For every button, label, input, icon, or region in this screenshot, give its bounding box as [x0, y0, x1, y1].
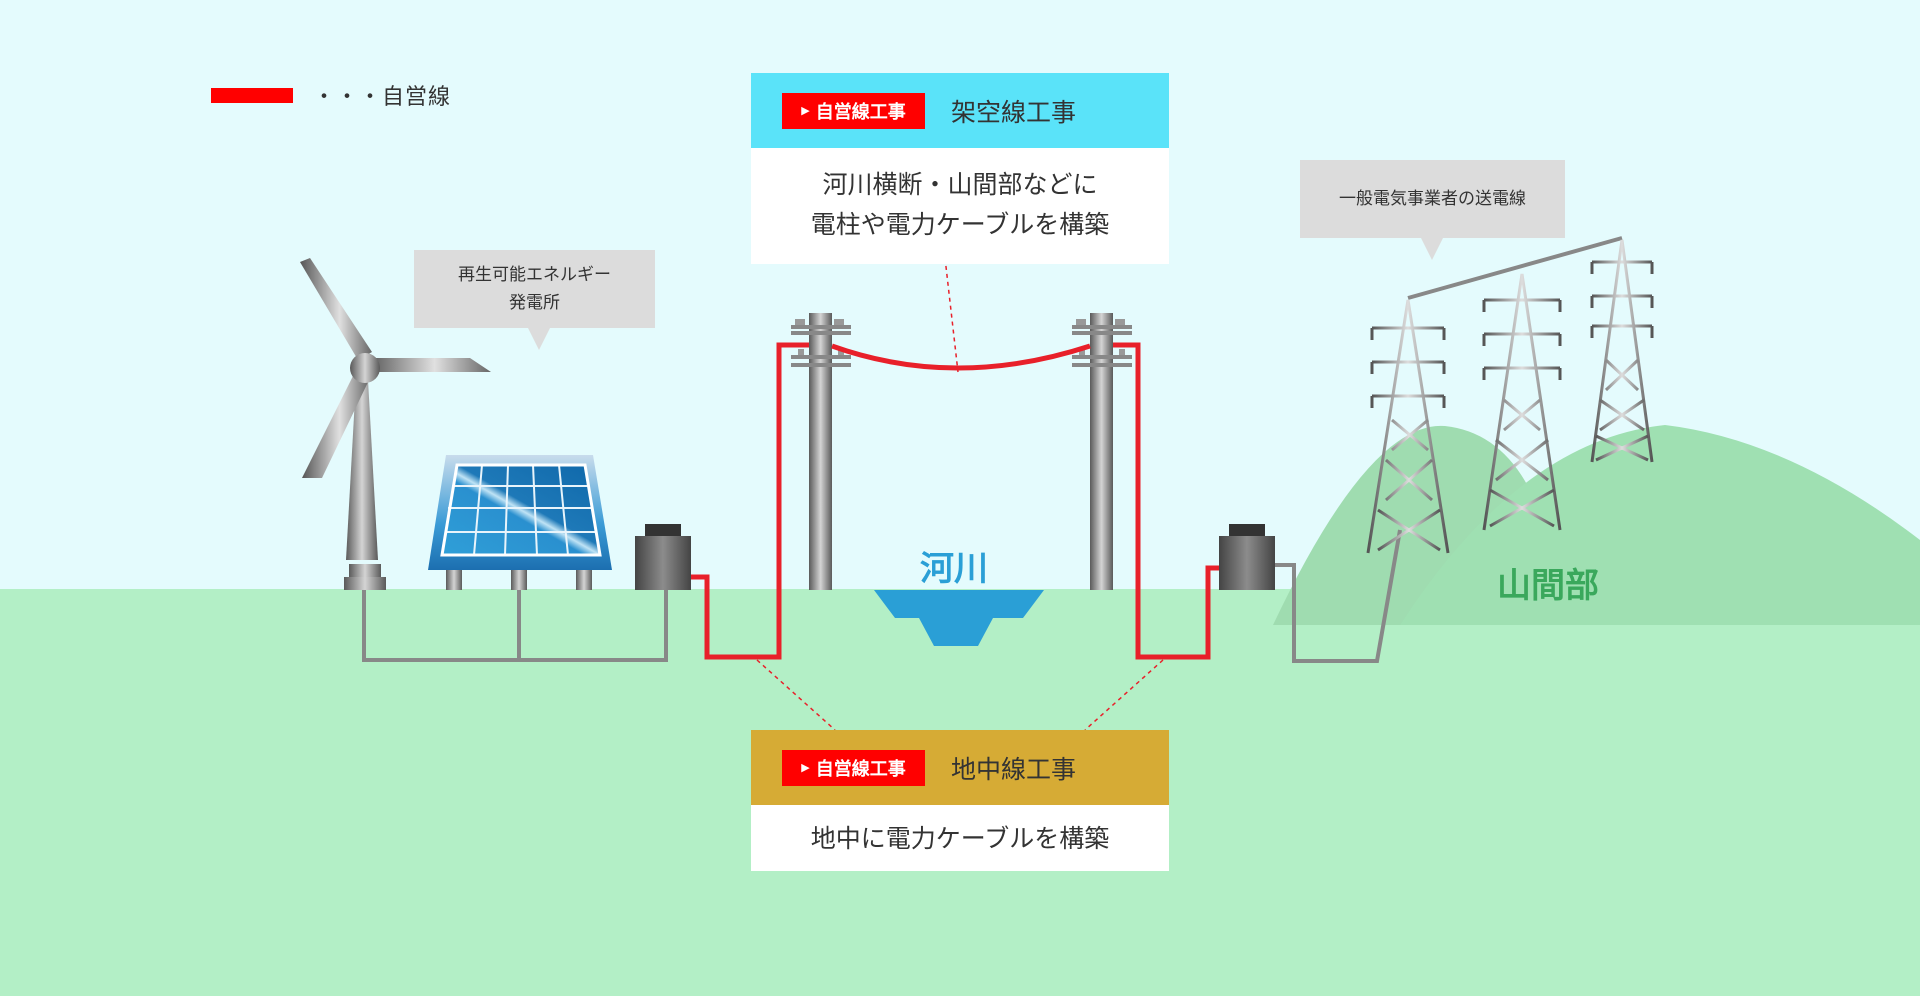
transformer-icon-left — [635, 524, 691, 590]
solar-panel-icon — [428, 455, 612, 590]
transmission-tower-icon-2 — [1482, 273, 1562, 531]
badge-label: 自営線工事 — [815, 758, 906, 780]
transmission-tower-icon-1 — [1366, 299, 1450, 554]
utility-pole-icon-left — [791, 313, 851, 590]
badge-private-line-work: ▶ 自営線工事 — [782, 92, 925, 129]
card-overhead-body: 河川横断・山間部などに 電柱や電力ケーブルを構築 — [751, 148, 1169, 264]
card-underground-title: 地中線工事 — [951, 754, 1077, 784]
hills — [1273, 425, 1920, 625]
badge-label: 自営線工事 — [815, 101, 906, 123]
bubble-renewable-line2: 発電所 — [509, 293, 560, 313]
bubble-renewable-line1: 再生可能エネルギー — [458, 265, 611, 285]
utility-line-left — [362, 575, 668, 662]
card-overhead-title: 架空線工事 — [951, 97, 1077, 127]
transmission-tower-icon-3 — [1590, 239, 1654, 463]
transformer-icon-right — [1219, 524, 1275, 590]
legend-swatch-private-line — [211, 87, 293, 103]
play-arrow-icon: ▶ — [801, 104, 810, 117]
legend-label: ・・・自営線 — [313, 85, 452, 110]
card-underground-body-line1: 地中に電力ケーブルを構築 — [810, 824, 1110, 853]
private-line — [691, 342, 1219, 660]
wind-turbine-icon — [300, 258, 491, 590]
bubble-grid-text: 一般電気事業者の送電線 — [1339, 189, 1526, 209]
utility-line-right — [1275, 236, 1623, 663]
card-underground-work: ▶ 自営線工事 地中線工事 地中に電力ケーブルを構築 — [751, 730, 1169, 871]
card-overhead-body-line2: 電柱や電力ケーブルを構築 — [810, 210, 1110, 239]
utility-pole-icon-right — [1072, 313, 1132, 590]
bubble-utility-grid: 一般電気事業者の送電線 — [1300, 160, 1565, 260]
card-overhead-body-line1: 河川横断・山間部などに — [822, 170, 1098, 199]
legend: ・・・自営線 — [211, 79, 451, 111]
callout-lines — [756, 257, 1164, 731]
label-mountain: 山間部 — [1497, 566, 1599, 606]
play-arrow-icon: ▶ — [801, 761, 810, 774]
river-channel — [874, 590, 1044, 646]
bubble-renewable-plant: 再生可能エネルギー 発電所 — [414, 250, 655, 350]
card-underground-body: 地中に電力ケーブルを構築 — [751, 805, 1169, 871]
card-underground-header: ▶ 自営線工事 地中線工事 — [751, 730, 1169, 805]
badge-private-line-work: ▶ 自営線工事 — [782, 749, 925, 786]
card-overhead-work: ▶ 自営線工事 架空線工事 河川横断・山間部などに 電柱や電力ケーブルを構築 — [751, 73, 1169, 264]
card-overhead-header: ▶ 自営線工事 架空線工事 — [751, 73, 1169, 148]
label-river: 河川 — [920, 549, 988, 589]
